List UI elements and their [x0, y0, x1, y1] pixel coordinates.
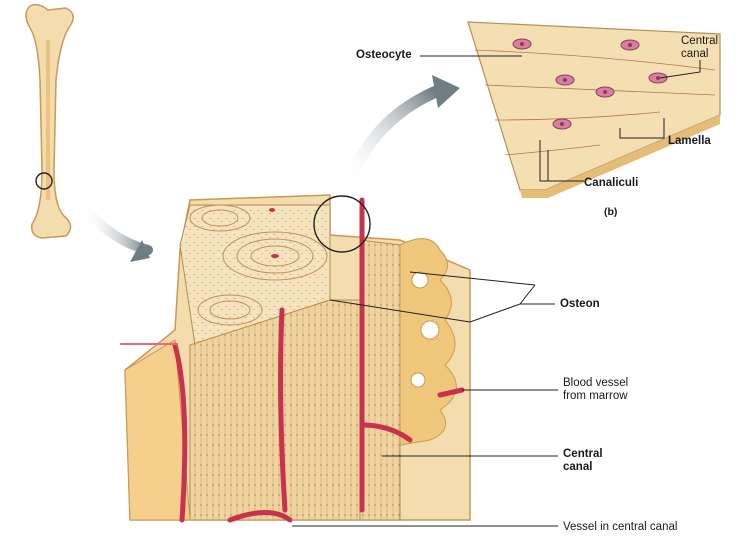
label-central-canal-top: Central canal	[681, 35, 718, 61]
arrow-to-detail	[342, 86, 441, 191]
label-central-canal: Central canal	[563, 448, 603, 474]
long-bone	[25, 3, 74, 239]
arrow-to-section	[77, 200, 153, 255]
label-central-canal-top-line2: canal	[681, 48, 709, 60]
label-osteon: Osteon	[560, 298, 600, 310]
label-lamella: Lamella	[668, 135, 711, 147]
lamella-detail	[467, 21, 721, 198]
label-central-canal-top-line1: Central	[681, 35, 719, 47]
label-canaliculi: Canaliculi	[584, 177, 639, 189]
compact-bone-section	[120, 194, 471, 523]
label-blood-vessel-line1: Blood vessel	[563, 377, 629, 389]
arrow-head-section	[130, 240, 150, 262]
label-panel-b: (b)	[604, 206, 618, 218]
leader-lines	[292, 55, 701, 527]
label-blood-vessel-line2: from marrow	[563, 390, 628, 402]
label-vessel-in-canal: Vessel in central canal	[563, 521, 678, 533]
label-central-canal-line1: Central	[563, 448, 603, 460]
arrow-head-detail	[432, 75, 460, 108]
label-osteocyte: Osteocyte	[356, 49, 412, 61]
label-central-canal-line2: canal	[563, 461, 593, 473]
label-blood-vessel: Blood vessel from marrow	[563, 377, 628, 403]
